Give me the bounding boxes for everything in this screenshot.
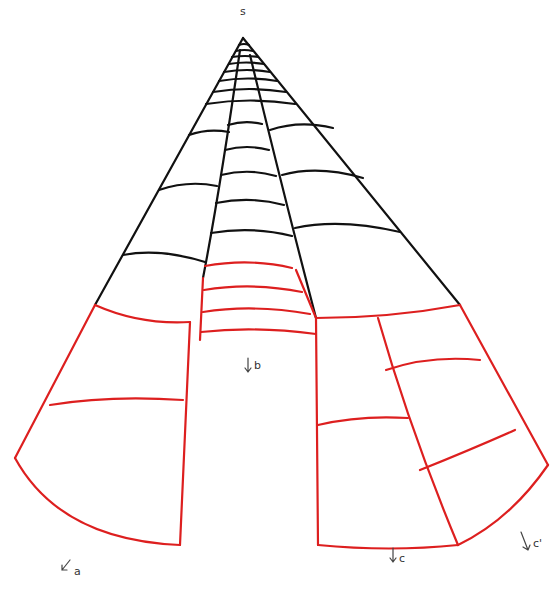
source-label: s [240, 6, 246, 17]
branch-label: a [74, 566, 81, 577]
branch-label: c' [533, 538, 542, 549]
branch-label: c [399, 553, 405, 564]
flow-arrows [62, 358, 530, 570]
red-strata [15, 262, 548, 548]
branch-label: b [254, 360, 261, 371]
black-strata [95, 38, 460, 318]
